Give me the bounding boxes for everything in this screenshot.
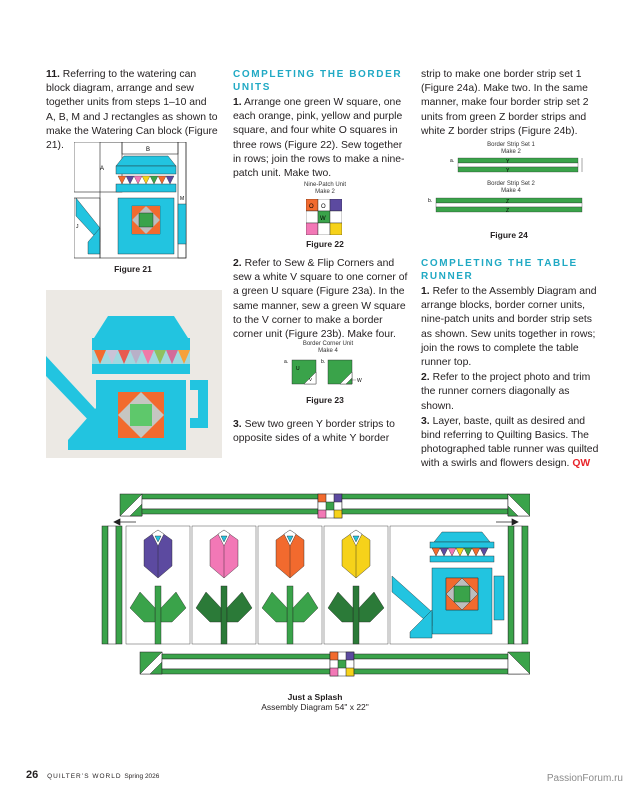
svg-text:a.: a. — [450, 158, 454, 164]
border-step-2: 2. Refer to Sew & Flip Corners and sew a… — [233, 258, 408, 341]
svg-text:Z: Z — [506, 208, 509, 214]
magazine-name: QUILTER’S WORLD — [47, 773, 122, 780]
nine-patch-figure: O O W — [306, 199, 342, 235]
svg-text:Z: Z — [506, 199, 509, 205]
runner-step-1: 1. Refer to the Assembly Diagram and arr… — [421, 286, 597, 369]
border-step-1: 1. Arrange one green W square, one each … — [233, 97, 405, 180]
column-2: COMPLETING THE BORDER UNITS 1. Arrange o… — [233, 68, 409, 189]
watermark: PassionForum.ru — [546, 773, 623, 784]
svg-text:a.: a. — [284, 359, 288, 365]
svg-text:Y: Y — [506, 159, 510, 165]
svg-text:b.: b. — [428, 198, 432, 204]
svg-text:O: O — [309, 204, 314, 210]
column-1: 11. Referring to the watering can block … — [46, 68, 218, 161]
svg-text:U: U — [296, 366, 300, 372]
svg-text:J: J — [76, 224, 79, 230]
figure-21-caption: Figure 21 — [114, 264, 152, 274]
column-2-lower: 2. Refer to Sew & Flip Corners and sew a… — [233, 257, 409, 350]
svg-text:B: B — [146, 147, 150, 153]
assembly-caption: Just a Splash Assembly Diagram 54" x 22" — [200, 692, 430, 712]
figure-23-caption: Figure 23 — [306, 395, 344, 405]
border-corner-figure: a. U V b. W — [284, 359, 362, 385]
svg-text:O: O — [321, 204, 326, 210]
assembly-diagram — [101, 493, 530, 677]
figure-21: A B J M — [74, 142, 187, 259]
column-3: strip to make one border strip set 1 (Fi… — [421, 68, 599, 147]
svg-text:M: M — [180, 196, 184, 202]
svg-text:b.: b. — [321, 359, 325, 365]
heading-border-units: COMPLETING THE BORDER UNITS — [233, 69, 403, 93]
figure-24-caption: Figure 24 — [490, 230, 528, 240]
runner-step-2: 2. Refer to the project photo and trim t… — [421, 372, 591, 412]
page-number: 26 — [26, 769, 39, 781]
runner-step-3: 3. Layer, baste, quilt as desired and bi… — [421, 415, 599, 470]
assembly-subtitle: Assembly Diagram 54" x 22" — [261, 702, 369, 712]
page-footer: 26 QUILTER’S WORLD Spring 2026 — [26, 769, 159, 781]
svg-text:Y: Y — [506, 168, 510, 174]
issue-label: Spring 2026 — [124, 773, 160, 780]
border-step-3: 3. Sew two green Y border strips to oppo… — [233, 419, 395, 445]
column-3-lower: COMPLETING THE TABLE RUNNER 1. Refer to … — [421, 257, 599, 480]
border-strip-set-2: b. Z Z — [428, 197, 583, 214]
heading-table-runner: COMPLETING THE TABLE RUNNER — [421, 258, 578, 282]
svg-text:W: W — [357, 378, 362, 384]
svg-text:W: W — [320, 216, 326, 222]
column-2-step3: 3. Sew two green Y border strips to oppo… — [233, 418, 409, 454]
svg-text:V: V — [309, 377, 312, 382]
assembly-title: Just a Splash — [287, 692, 343, 702]
border-strip-set-1: a. Y Y — [450, 157, 583, 174]
watering-can-photo — [46, 290, 222, 458]
step-11: 11. Referring to the watering can block … — [46, 69, 218, 152]
svg-text:A: A — [100, 166, 104, 172]
strip-text: strip to make one border strip set 1 (Fi… — [421, 69, 589, 137]
figure-22-caption: Figure 22 — [306, 239, 344, 249]
